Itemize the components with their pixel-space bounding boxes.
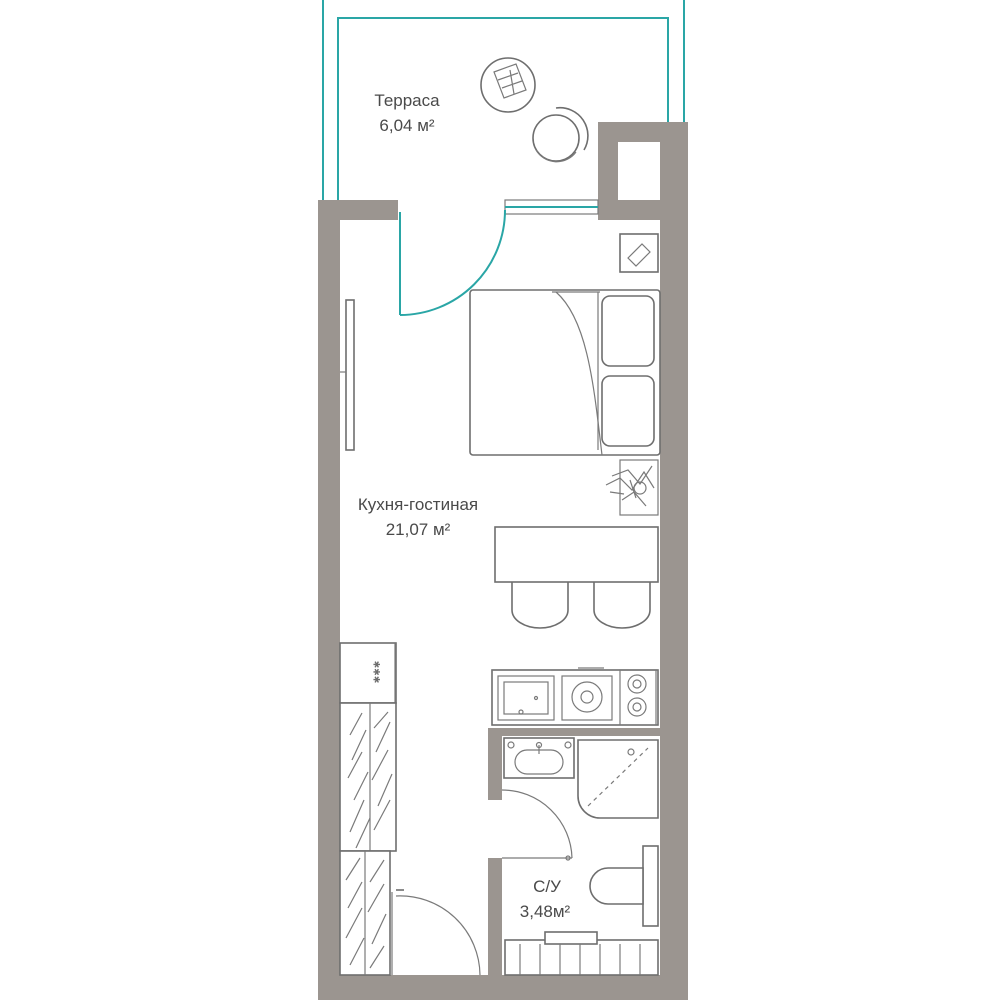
terrace (322, 0, 685, 200)
wardrobe-upper: ✱✱✱ (339, 642, 397, 704)
kitchen-unit (491, 667, 659, 726)
shoe-cabinet (339, 850, 391, 976)
tv-unit (345, 299, 355, 451)
bed (469, 289, 661, 456)
stove-symbol: ✱✱✱ (373, 661, 383, 684)
cooktop (619, 669, 657, 726)
living-area: 21,07 м² (386, 520, 451, 539)
terrace-railing-inner (337, 17, 669, 200)
terrace-name: Терраса (374, 91, 440, 110)
washing-machine (561, 675, 613, 721)
terrace-table (480, 57, 536, 113)
bathroom-radiator (504, 931, 659, 976)
fridge (619, 233, 659, 273)
terrace-area: 6,04 м² (379, 116, 434, 135)
wardrobe (339, 702, 397, 852)
terrace-railing-outer (322, 0, 685, 200)
pillow-2 (601, 375, 655, 447)
living-room: ✱✱✱ (339, 233, 661, 976)
bathroom (501, 737, 659, 976)
kitchen-sink (497, 675, 555, 721)
bathroom-name: С/У (533, 877, 561, 896)
bathroom-door (501, 789, 573, 861)
bar-stool-2 (593, 582, 651, 629)
bar-counter (494, 526, 659, 583)
plant (605, 459, 659, 516)
walls (318, 122, 688, 1000)
entry-door (391, 889, 481, 976)
terrace-chair (532, 106, 589, 163)
shower (577, 739, 659, 819)
pillow-1 (601, 295, 655, 367)
balcony-door (399, 199, 599, 316)
living-name: Кухня-гостиная (358, 495, 478, 514)
room-labels: Терраса 6,04 м² Кухня-гостиная 21,07 м² … (358, 91, 571, 921)
bar-stool-1 (511, 582, 569, 629)
toilet (589, 845, 659, 927)
bathroom-area: 3,48м² (520, 902, 571, 921)
washbasin (503, 737, 575, 779)
